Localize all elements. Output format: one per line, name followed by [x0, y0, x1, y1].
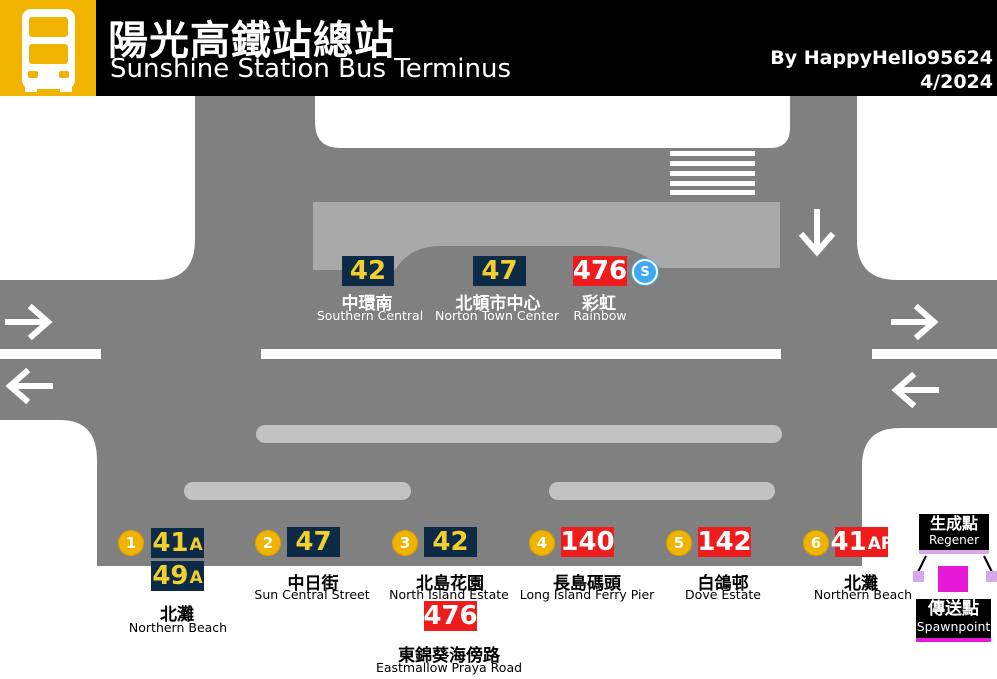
destination-en: Northern Beach	[813, 587, 913, 602]
arrow-down-icon	[798, 209, 836, 257]
lane-line-center	[261, 349, 781, 359]
destination-en: North Island Estate	[389, 587, 509, 602]
header-bar	[0, 0, 997, 96]
destination-en: Southern Central	[316, 308, 424, 323]
destination-zh: 長島碼頭	[553, 574, 621, 594]
route-number: 42	[432, 527, 469, 557]
destination-en: Dove Estate	[685, 587, 761, 602]
island-right	[549, 482, 775, 500]
route-suffix: A	[189, 568, 203, 588]
destination-en: Norton Town Center	[435, 308, 559, 323]
destination-en: Long Island Ferry Pier	[519, 587, 655, 602]
route-suffix: AF	[867, 534, 893, 554]
route-number: 41	[152, 528, 189, 558]
destination-zh: 彩虹	[582, 294, 616, 314]
terminus-title-en: Sunshine Station Bus Terminus	[110, 54, 512, 84]
spawn-underline	[916, 638, 991, 642]
destination-en: Sun Central Street	[254, 587, 370, 602]
destination-en: Northern Beach	[128, 620, 228, 635]
island-left	[184, 482, 411, 500]
shelter-platform	[313, 202, 780, 270]
destination-zh: 中日街	[287, 574, 339, 594]
zebra-crossing	[670, 151, 755, 195]
bus-logo	[0, 0, 96, 96]
lane-line-right	[872, 349, 997, 359]
lane-line-left	[0, 349, 101, 359]
route-number: 142	[697, 527, 752, 557]
regen-label-en: Regener	[928, 533, 980, 547]
destination-zh: 北島花園	[416, 574, 484, 594]
spawn-point-label: 傳送點 Spawnpoint	[916, 599, 991, 638]
route-badge: 42	[342, 256, 394, 286]
route-badge: 142	[697, 527, 752, 557]
route-badge: 42	[424, 527, 477, 557]
bay-number-icon: 2	[255, 530, 281, 556]
regen-point-label: 生成點 Regener	[919, 514, 989, 550]
spawn-marker-icon	[913, 555, 997, 592]
block-top-left	[0, 96, 195, 280]
route-badge: 476	[423, 601, 478, 631]
bay-number-icon: 5	[666, 530, 692, 556]
date-label: 4/2024	[919, 71, 993, 93]
double-decker-bus-icon	[22, 9, 75, 92]
spawn-label-zh: 傳送點	[928, 599, 979, 619]
route-number: 41	[830, 527, 867, 557]
spawn-label-en: Spawnpoint	[916, 619, 991, 634]
terminus-title-zh: 陽光高鐵站總站	[108, 18, 395, 64]
route-badge: 476	[572, 256, 628, 286]
route-number: 476	[423, 601, 478, 631]
arrow-left-icon	[891, 371, 939, 409]
bay-number-icon: 6	[803, 530, 829, 556]
route-number: 49	[152, 561, 189, 591]
bay-number-icon: 3	[392, 530, 418, 556]
destination-zh: 北灘	[844, 574, 878, 594]
route-badge: 47	[473, 256, 526, 286]
route-suffix: A	[189, 535, 203, 555]
bay-number-icon: 1	[118, 530, 144, 556]
arrow-left-icon	[5, 367, 53, 405]
destination-zh: 中環南	[341, 294, 393, 314]
destination-zh: 東錦葵海傍路	[398, 646, 500, 666]
destination-zh: 北灘	[160, 605, 194, 625]
regen-underline	[919, 550, 989, 554]
route-number: 140	[560, 527, 615, 557]
block-top-center	[315, 96, 790, 148]
destination-zh: 北頓市中心	[455, 294, 541, 314]
destination-en: Rainbow	[573, 308, 627, 323]
block-bottom-left	[0, 420, 97, 566]
station-s-icon: S	[632, 259, 658, 285]
bay-number-icon: 4	[529, 530, 555, 556]
destination-en: Eastmallow Praya Road	[375, 660, 523, 675]
regen-label-zh: 生成點	[929, 514, 978, 533]
block-top-right	[857, 96, 997, 280]
destination-zh: 白鴿邨	[697, 574, 749, 594]
route-number: 47	[295, 527, 332, 557]
arrow-right-icon	[891, 303, 939, 341]
route-badge: 47	[287, 527, 340, 557]
island-long	[256, 425, 782, 443]
author-credit: By HappyHello95624	[770, 47, 993, 69]
arrow-right-icon	[5, 303, 53, 341]
route-badge: 140	[560, 527, 615, 557]
